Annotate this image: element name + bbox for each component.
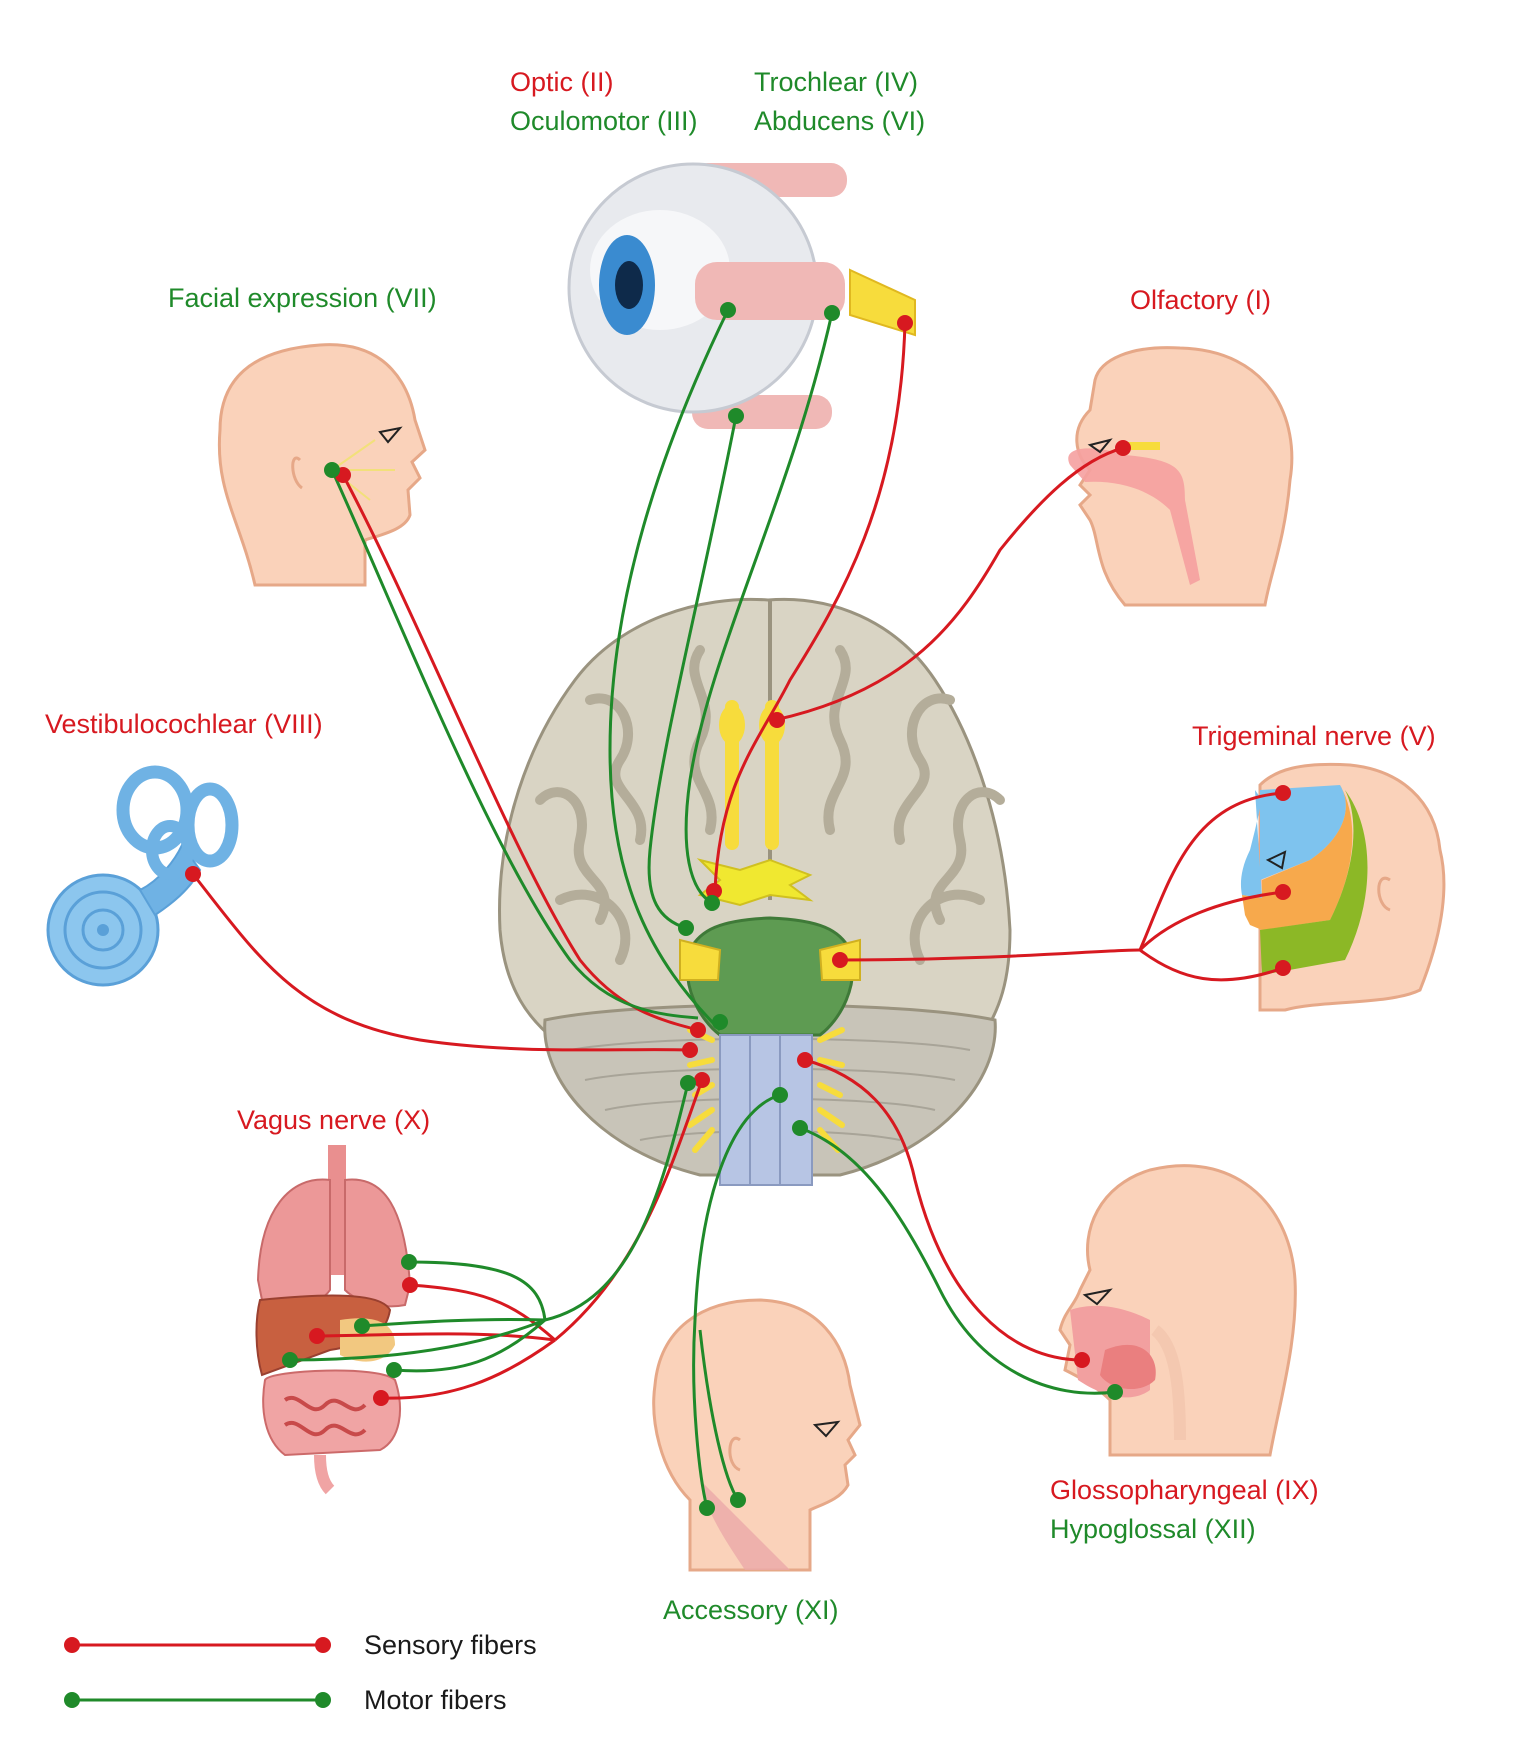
trochlear-eye-dot	[728, 408, 744, 424]
trigeminal-v1-dot	[1275, 785, 1291, 801]
accessory-neck-dot-2	[730, 1492, 746, 1508]
trochlear-fiber	[647, 415, 738, 930]
legend-sensory-dot-right	[315, 1637, 331, 1653]
vagus-motor-gut	[289, 1318, 546, 1362]
hypoglossal-brain-dot	[792, 1120, 808, 1136]
label-facial: Facial expression (VII)	[168, 283, 437, 313]
olfactory-brain-dot	[769, 712, 785, 728]
glossopharyngeal-head-illustration	[1058, 1164, 1297, 1457]
trigeminal-head-illustration	[1240, 762, 1446, 1012]
hypoglossal-tongue-dot	[1107, 1384, 1123, 1400]
brain-illustration	[498, 597, 1012, 1186]
trigeminal-branch-v3	[1139, 948, 1284, 982]
glossopharyngeal-brain-dot	[797, 1052, 813, 1068]
oculomotor-brain-dot	[712, 1014, 728, 1030]
vagus-motor-intestine	[393, 1318, 546, 1373]
trigeminal-v2-dot	[1275, 884, 1291, 900]
label-olfactory: Olfactory (I)	[1130, 285, 1272, 315]
nerve-fibers	[191, 309, 1284, 1509]
vagus-motor-lung-dot	[401, 1254, 417, 1270]
label-vagus: Vagus nerve (X)	[237, 1105, 431, 1135]
facial-head-illustration	[217, 343, 427, 587]
label-hypoglossal: Hypoglossal (XII)	[1050, 1514, 1256, 1544]
accessory-branch	[698, 1329, 740, 1501]
label-accessory: Accessory (XI)	[663, 1595, 839, 1625]
vagus-sensory-liver-dot	[309, 1328, 325, 1344]
vagus-motor-brain-dot	[680, 1075, 696, 1091]
facial-motor-head-dot	[324, 462, 340, 478]
legend-motor-dot-left	[64, 1692, 80, 1708]
vagus-sensory-lung	[409, 1283, 556, 1342]
vestibulocochlear-ear-dot	[185, 866, 201, 882]
legend-motor-label: Motor fibers	[364, 1685, 507, 1715]
olfactory-head-illustration	[1068, 346, 1294, 607]
accessory-head-illustration	[652, 1298, 862, 1572]
facial-sensory-brain-dot	[690, 1022, 706, 1038]
label-trigeminal: Trigeminal nerve (V)	[1192, 721, 1436, 751]
vestibulocochlear-brain-dot	[682, 1042, 698, 1058]
label-vestibulocochlear: Vestibulocochlear (VIII)	[45, 709, 323, 739]
vagus-sensory-liver	[316, 1332, 556, 1342]
vagus-sensory-intestine-dot	[373, 1390, 389, 1406]
label-oculomotor: Oculomotor (III)	[510, 106, 698, 136]
facial-motor-fiber	[330, 469, 699, 1020]
facial-sensory-fiber	[341, 474, 699, 1032]
trochlear-brain-dot	[678, 920, 694, 936]
label-abducens: Abducens (VI)	[754, 106, 926, 136]
abducens-fiber	[684, 312, 834, 905]
legend-sensory-label: Sensory fibers	[364, 1630, 537, 1660]
olfactory-fiber	[774, 446, 1124, 722]
abducens-brain-dot	[704, 895, 720, 911]
oculomotor-fiber	[608, 309, 730, 1032]
vagus-sensory-brain-dot	[694, 1072, 710, 1088]
optic-eye-dot	[897, 315, 913, 331]
optic-brain-dot	[706, 883, 722, 899]
vagus-motor-intestine-dot	[386, 1362, 402, 1378]
vagus-organs-illustration	[255, 1145, 412, 1495]
vestibulocochlear-fiber	[191, 873, 691, 1052]
glossopharyngeal-mouth-dot	[1074, 1352, 1090, 1368]
oculomotor-eye-dot	[720, 302, 736, 318]
trigeminal-branch-v2	[1138, 890, 1284, 952]
glossopharyngeal-fiber	[804, 1058, 1083, 1362]
legend	[64, 1637, 331, 1708]
label-glossopharyngeal: Glossopharyngeal (IX)	[1050, 1475, 1319, 1505]
legend-motor-dot-right	[315, 1692, 331, 1708]
vagus-sensory-lung-dot	[402, 1277, 418, 1293]
trigeminal-brain-dot	[832, 952, 848, 968]
vagus-motor-stomach-dot	[354, 1318, 370, 1334]
accessory-brain-dot	[772, 1087, 788, 1103]
vagus-sensory-intestine	[380, 1338, 556, 1400]
vagus-motor-gut-dot	[282, 1352, 298, 1368]
label-optic: Optic (II)	[510, 67, 614, 97]
trigeminal-branch-v1	[1138, 791, 1284, 951]
legend-sensory-dot-left	[64, 1637, 80, 1653]
vagus-motor-trunk	[544, 1082, 690, 1322]
label-trochlear: Trochlear (IV)	[754, 67, 919, 97]
accessory-fiber	[692, 1093, 781, 1509]
abducens-eye-dot	[824, 305, 840, 321]
inner-ear-illustration	[46, 765, 239, 987]
vagus-motor-stomach	[361, 1317, 546, 1328]
trigeminal-fiber	[839, 948, 1141, 962]
fiber-endpoints	[185, 302, 1291, 1516]
olfactory-nose-dot	[1115, 440, 1131, 456]
optic-fiber	[713, 322, 907, 891]
trigeminal-v3-dot	[1275, 960, 1291, 976]
accessory-neck-dot-1	[699, 1500, 715, 1516]
hypoglossal-fiber	[799, 1126, 1116, 1395]
vagus-motor-lung	[408, 1260, 547, 1321]
eyeball-illustration	[567, 162, 916, 429]
